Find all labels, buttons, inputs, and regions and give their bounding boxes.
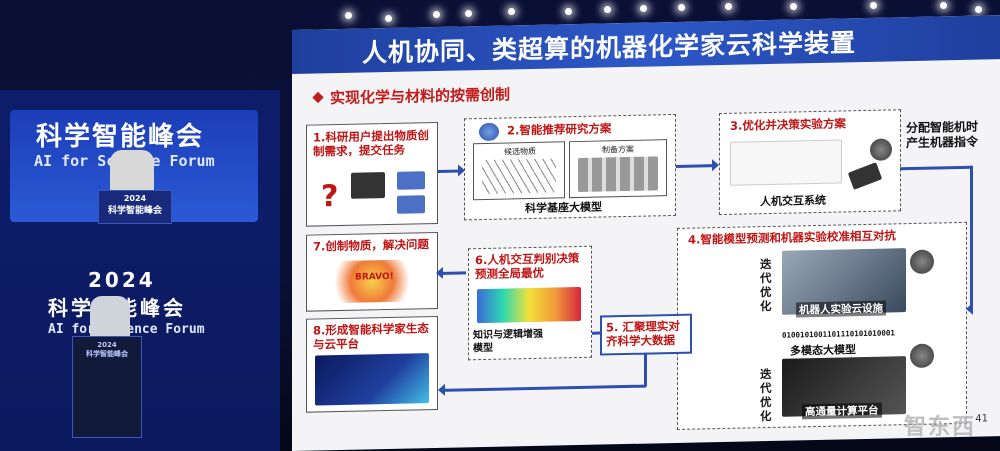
step-2-caption: 科学基座大模型 (525, 200, 602, 216)
computer-icon (397, 171, 425, 190)
flow-arrow (592, 331, 600, 335)
iteration-label-bottom: 迭代优化 (760, 366, 772, 424)
step-8-label: 8.形成智能科学家生态与云平台 (313, 321, 429, 352)
server-network-icon (351, 172, 385, 199)
step-2-label: 2.智能推荐研究方案 (507, 121, 612, 138)
step-3-label: 3.优化并决策实验方案 (730, 116, 846, 133)
step-7-label: 7.创制物质，解决问题 (313, 237, 429, 254)
podium: 2024 科学智能峰会 (72, 336, 142, 438)
candidate-label: 候选物质 (504, 146, 536, 157)
podium-name: 科学智能峰会 (107, 206, 162, 216)
arrowhead-icon (712, 159, 719, 172)
step-4-box: 4.智能模型预测和机器实验校准相互对抗 迭代优化 机器人实验云设施 010010… (677, 221, 967, 430)
iteration-label-top: 迭代优化 (760, 256, 772, 314)
lab-equipment-icon (578, 156, 658, 193)
step-5-box: 5. 汇聚理实对齐科学大数据 (600, 313, 692, 356)
step-2-box: 2.智能推荐研究方案 候选物质 制备方案 科学基座大模型 (464, 113, 676, 221)
ceiling-light (385, 15, 392, 22)
page-number: 41 (975, 413, 988, 425)
step-6-label: 6.人机交互判别决策预测全局最优 (475, 250, 580, 282)
step-8-box: 8.形成智能科学家生态与云平台 (306, 315, 438, 413)
step-1-label: 1.科研用户提出物质创制需求，提交任务 (313, 128, 429, 159)
computer-icon (397, 195, 425, 214)
flow-arrow (900, 165, 972, 171)
step-5-label: 5. 汇聚理实对齐科学大数据 (606, 318, 680, 349)
watermark: 智东西 (903, 415, 976, 440)
ceiling-light (508, 8, 515, 15)
preparation-label: 制备方案 (602, 144, 634, 155)
chat-screenshot (730, 139, 842, 186)
step-1-box: 1.科研用户提出物质创制需求，提交任务 ? (306, 121, 438, 227)
ceiling-light (725, 3, 732, 10)
podium: 2024 科学智能峰会 (98, 190, 172, 224)
arrowhead-icon (458, 164, 465, 177)
molecule-structures-icon (482, 158, 556, 195)
podium-year: 2024 (123, 194, 147, 203)
podium-name: 科学智能峰会 (86, 350, 128, 358)
subtitle-text: 实现化学与材料的按需创制 (330, 85, 511, 108)
flow-arrow (676, 164, 714, 168)
optimization-surface-image (477, 286, 581, 324)
ceiling-light (433, 11, 440, 18)
ceiling-light (975, 6, 982, 13)
step-3-box: 3.优化并决策实验方案 人机交互系统 (719, 109, 901, 216)
ceiling-light (870, 2, 877, 9)
ai-head-icon (870, 138, 892, 161)
slide-title: 人机协同、类超算的机器化学家云科学装置 (362, 28, 857, 68)
podium-year: 2024 (97, 341, 117, 349)
compute-platform-caption: 高通量计算平台 (802, 402, 882, 420)
arrowhead-icon (438, 383, 445, 396)
ceiling-light (565, 8, 572, 15)
flow-arrow (644, 352, 647, 387)
arrowhead-icon (436, 266, 443, 279)
step-4-label: 4.智能模型预测和机器实验校准相互对抗 (688, 228, 896, 247)
ceiling-light (940, 2, 947, 9)
slide-header: 人机协同、类超算的机器化学家云科学装置 (292, 15, 1000, 74)
binary-stream: 0100101001101110101010001 (782, 328, 895, 340)
preparation-plan-panel: 制备方案 (569, 139, 667, 199)
step-7-box: 7.创制物质，解决问题 BRAVO! (306, 231, 438, 312)
ai-head-icon (910, 249, 934, 275)
banner-name: 科学智能峰会 (36, 122, 205, 152)
ceiling-light (790, 3, 797, 10)
ceiling-light (604, 6, 611, 13)
slide-subtitle: 实现化学与材料的按需创制 (312, 83, 511, 108)
backdrop-year: 2024 (88, 268, 156, 292)
bravo-text: BRAVO! (355, 271, 394, 283)
flow-arrow (438, 169, 460, 173)
diamond-bullet-icon (312, 91, 324, 104)
ceiling-light (345, 12, 352, 19)
flow-arrow (440, 384, 646, 392)
step-6-caption: 知识与逻辑增强模型 (473, 328, 543, 355)
ecosystem-platform-image (315, 353, 429, 406)
ceiling-light (465, 10, 472, 17)
ceiling-light (678, 4, 685, 11)
banner-screen: 科学智能峰会 AI for Science Forum 2024 科学智能峰会 (10, 110, 258, 224)
candidate-molecules-panel: 候选物质 (473, 141, 565, 201)
question-mark-icon: ? (321, 179, 339, 215)
robot-lab-caption: 机器人实验云设施 (796, 300, 886, 318)
arrowhead-icon (966, 302, 973, 315)
ai-head-icon (910, 343, 934, 369)
flow-arrow (970, 165, 973, 311)
step-3-caption: 人机交互系统 (760, 193, 826, 209)
side-note: 分配智能机时产生机器指令 (905, 119, 978, 151)
ceiling-light (640, 5, 647, 12)
brain-network-icon (479, 122, 499, 142)
multimodal-model-label: 多模态大模型 (790, 343, 856, 358)
gavel-icon (847, 162, 883, 190)
step-6-box: 6.人机交互判别决策预测全局最优 知识与逻辑增强模型 (468, 245, 592, 361)
presentation-slide: 人机协同、类超算的机器化学家云科学装置 实现化学与材料的按需创制 1.科研用户提… (292, 15, 1000, 451)
